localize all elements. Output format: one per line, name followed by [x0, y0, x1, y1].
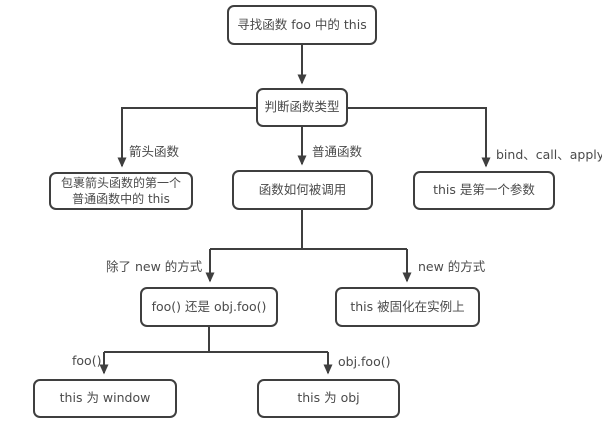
- node-find-this: 寻找函数 foo 中的 this: [227, 5, 377, 45]
- edge-label-not-new: 除了 new 的方式: [106, 259, 203, 274]
- edge-label-normal-function: 普通函数: [312, 144, 363, 159]
- edge-label-bind-call-apply: bind、call、apply: [496, 147, 602, 162]
- node-this-obj: this 为 obj: [257, 379, 400, 418]
- node-this-window: this 为 window: [33, 379, 177, 418]
- node-bind-call-apply-result: this 是第一个参数: [413, 171, 555, 210]
- edge-label-arrow-function: 箭头函数: [129, 144, 180, 159]
- edge-label-new-way: new 的方式: [418, 259, 486, 274]
- node-call-form: foo() 还是 obj.foo(): [140, 287, 278, 327]
- node-judge-function-type: 判断函数类型: [256, 88, 348, 127]
- node-arrow-function-result: 包裹箭头函数的第一个普通函数中的 this: [49, 172, 193, 210]
- edge-label-obj-foo-call: obj.foo(): [338, 354, 391, 369]
- node-how-function-called: 函数如何被调用: [232, 170, 373, 210]
- edge-label-foo-call: foo(): [72, 353, 102, 368]
- node-new-result: this 被固化在实例上: [335, 287, 480, 327]
